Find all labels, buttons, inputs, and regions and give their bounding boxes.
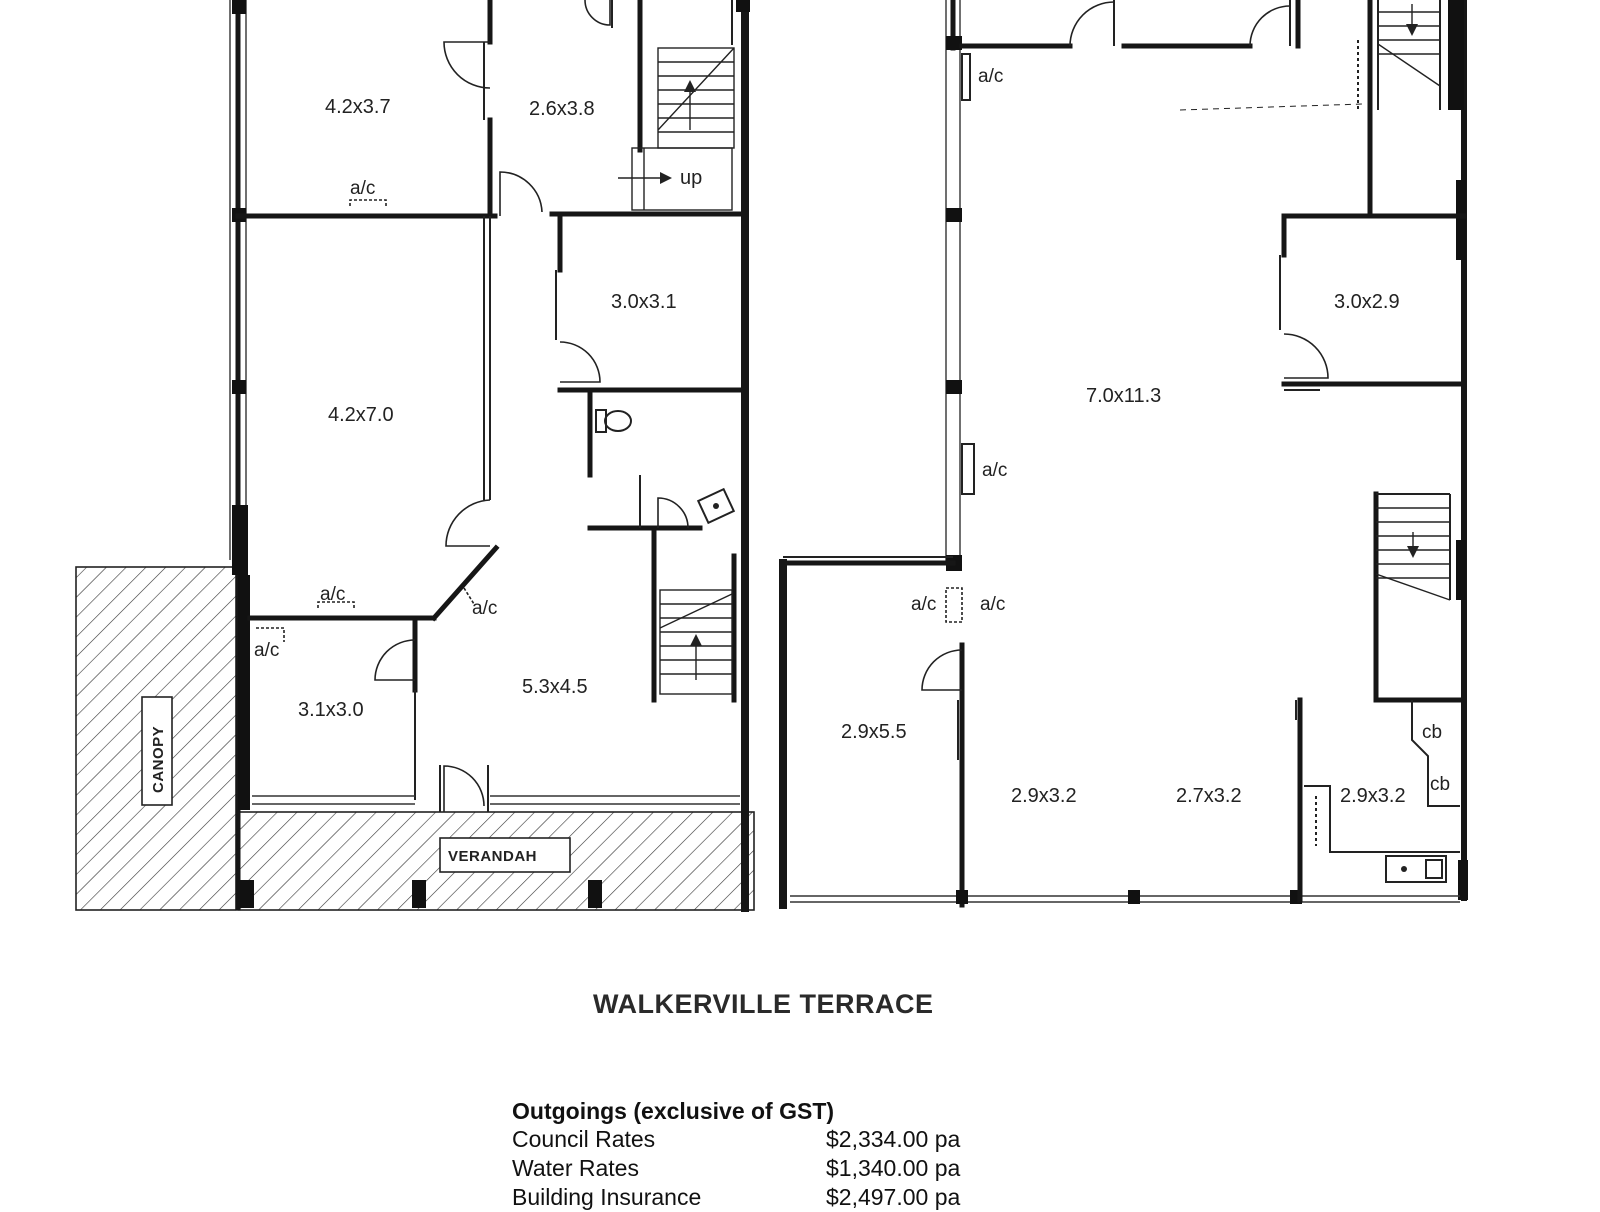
room-label: 3.0x3.1 bbox=[611, 291, 677, 313]
outgoings-label: Building Insurance bbox=[512, 1184, 702, 1210]
room-label: 2.9x3.2 bbox=[1340, 785, 1406, 807]
stair-up-label: up bbox=[680, 167, 702, 189]
room-label: 2.6x3.8 bbox=[529, 98, 595, 120]
outgoings-row: Building Insurance $2,497.00 pa bbox=[512, 1183, 1032, 1212]
cb-label: cb bbox=[1422, 722, 1442, 743]
ac-label: a/c bbox=[911, 594, 936, 615]
room-label: 4.2x7.0 bbox=[328, 404, 394, 426]
outgoings-value: $1,340.00 pa bbox=[826, 1155, 961, 1181]
ac-label: a/c bbox=[320, 584, 345, 605]
ac-label: a/c bbox=[978, 66, 1003, 87]
ac-label: a/c bbox=[472, 598, 497, 619]
canopy-label: CANOPY bbox=[150, 726, 167, 793]
outgoings-heading: Outgoings (exclusive of GST) bbox=[512, 1098, 835, 1124]
room-label: 2.9x3.2 bbox=[1011, 785, 1077, 807]
ac-label: a/c bbox=[254, 640, 279, 661]
outgoings-row: Council Rates $2,334.00 pa bbox=[512, 1125, 1032, 1154]
right-unit: 7.0x11.3 3.0x2.9 2.9x5.5 2.9x3.2 2.7x3.2… bbox=[779, 0, 1468, 909]
outgoings-table: Outgoings (exclusive of GST) Council Rat… bbox=[512, 1100, 1032, 1212]
outgoings-label: Council Rates bbox=[512, 1126, 656, 1152]
room-label: 2.7x3.2 bbox=[1176, 785, 1242, 807]
outgoings-value: $2,334.00 pa bbox=[826, 1126, 961, 1152]
toilet-icon bbox=[595, 409, 632, 433]
outgoings-label: Water Rates bbox=[512, 1155, 639, 1181]
room-label: 5.3x4.5 bbox=[522, 676, 588, 698]
room-label: 2.9x5.5 bbox=[841, 721, 907, 743]
ac-label: a/c bbox=[350, 178, 375, 199]
room-label: 3.0x2.9 bbox=[1334, 291, 1400, 313]
verandah-label: VERANDAH bbox=[448, 848, 537, 865]
left-unit: up bbox=[75, 0, 755, 912]
sink-icon bbox=[1385, 855, 1447, 883]
room-label: 7.0x11.3 bbox=[1086, 385, 1161, 407]
cb-label: cb bbox=[1430, 774, 1450, 795]
outgoings-value: $2,497.00 pa bbox=[826, 1184, 961, 1210]
ac-label: a/c bbox=[982, 460, 1007, 481]
ac-label: a/c bbox=[980, 594, 1005, 615]
room-label: 4.2x3.7 bbox=[325, 96, 391, 118]
outgoings-row: Water Rates $1,340.00 pa bbox=[512, 1154, 1032, 1183]
sink-icon bbox=[696, 487, 736, 525]
street-name: WALKERVILLE TERRACE bbox=[593, 989, 934, 1019]
room-label: 3.1x3.0 bbox=[298, 699, 364, 721]
